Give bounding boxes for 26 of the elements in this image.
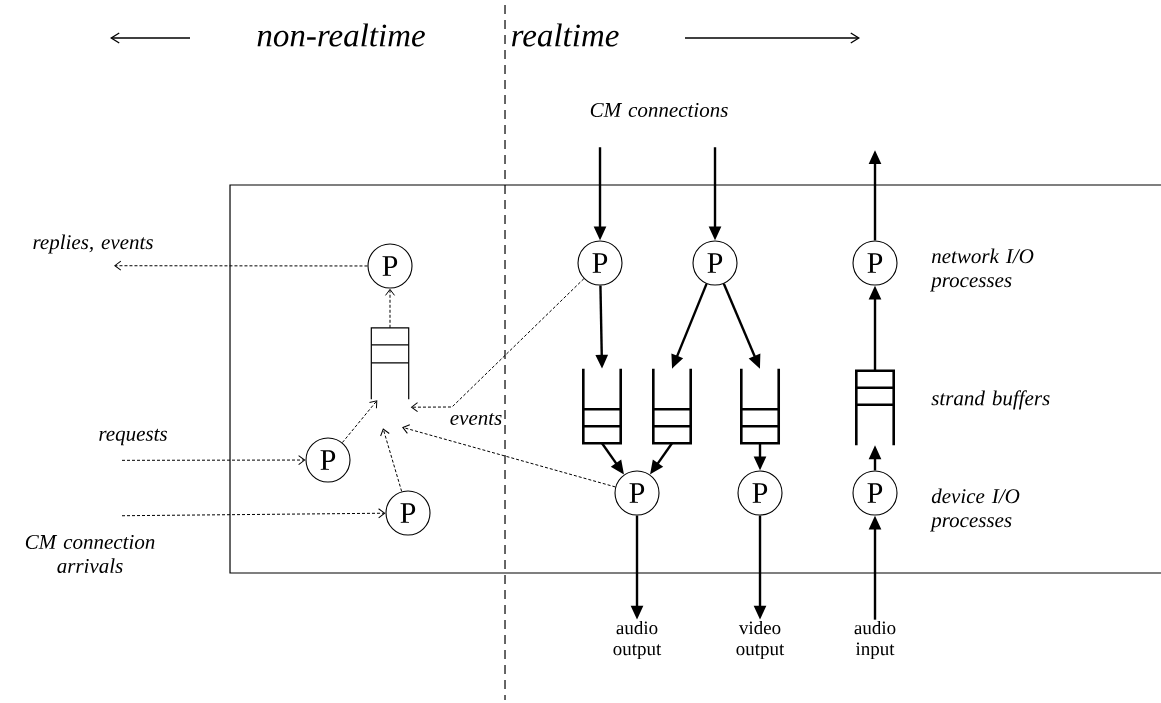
arrow xyxy=(411,278,585,413)
arrow xyxy=(114,260,368,271)
arrow xyxy=(121,455,306,466)
arrow xyxy=(385,288,395,329)
text-label: CM connections xyxy=(590,102,728,118)
row-label: strand buffers xyxy=(931,390,1050,410)
strand-buffer xyxy=(740,368,780,445)
text-label: requests xyxy=(99,428,167,446)
row-label: device I/O processes xyxy=(930,488,1020,532)
arrow xyxy=(121,508,386,519)
heading: non-realtime xyxy=(257,23,425,47)
strand-buffer xyxy=(652,368,692,445)
text-label: audio input xyxy=(854,620,896,660)
text-label: replies, events xyxy=(33,234,153,254)
heading: realtime xyxy=(511,23,619,47)
text-label: CM connection arrivals xyxy=(25,534,155,574)
strand-buffer xyxy=(855,369,895,446)
edge-label: events xyxy=(448,412,504,426)
arrow xyxy=(380,428,403,492)
arrow xyxy=(402,424,616,488)
queue xyxy=(370,327,410,400)
row-label: network I/O processes xyxy=(930,248,1034,292)
arrow xyxy=(341,400,378,444)
text-label: audio output xyxy=(613,620,662,660)
text-label: video output xyxy=(736,620,785,660)
strand-buffer xyxy=(582,368,622,445)
